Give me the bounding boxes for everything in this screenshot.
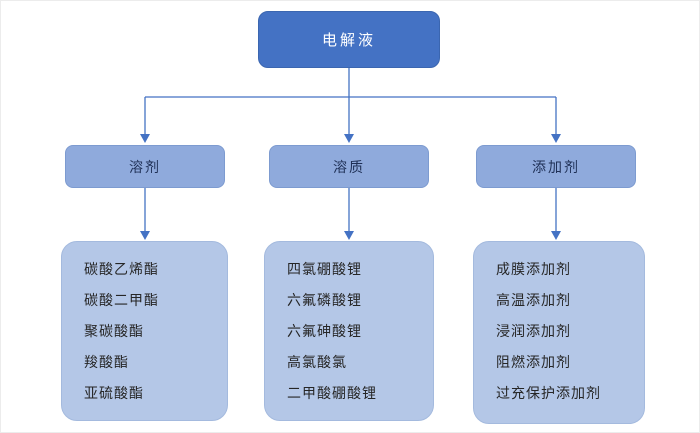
leaf-box-additive-list: 成膜添加剂 高温添加剂 浸润添加剂 阻燃添加剂 过充保护添加剂 — [473, 241, 645, 424]
branch-node-label: 溶质 — [333, 158, 365, 175]
list-item: 高温添加剂 — [496, 292, 571, 308]
additive-item-list: 成膜添加剂 高温添加剂 浸润添加剂 阻燃添加剂 过充保护添加剂 — [474, 242, 644, 409]
branch-node-label: 添加剂 — [532, 158, 580, 175]
list-item: 六氟磷酸锂 — [287, 292, 362, 308]
branch-node-additive: 添加剂 — [476, 145, 636, 188]
list-item: 六氟砷酸锂 — [287, 323, 362, 339]
branch-node-solvent: 溶剂 — [65, 145, 225, 188]
solvent-item-list: 碳酸乙烯酯 碳酸二甲酯 聚碳酸酯 羧酸酯 亚硫酸酯 — [62, 242, 227, 409]
list-item: 碳酸乙烯酯 — [84, 261, 159, 277]
leaf-box-solute-list: 四氯硼酸锂 六氟磷酸锂 六氟砷酸锂 高氯酸氯 二甲酸硼酸锂 — [264, 241, 434, 421]
list-item: 四氯硼酸锂 — [287, 261, 362, 277]
root-node-label: 电解液 — [321, 32, 376, 49]
branch-node-solute: 溶质 — [269, 145, 429, 188]
list-item: 浸润添加剂 — [496, 323, 571, 339]
list-item: 高氯酸氯 — [287, 354, 347, 370]
list-item: 阻燃添加剂 — [496, 354, 571, 370]
branch-node-label: 溶剂 — [129, 158, 161, 175]
list-item: 聚碳酸酯 — [84, 323, 144, 339]
list-item: 二甲酸硼酸锂 — [287, 385, 377, 401]
list-item: 亚硫酸酯 — [84, 385, 144, 401]
solute-item-list: 四氯硼酸锂 六氟磷酸锂 六氟砷酸锂 高氯酸氯 二甲酸硼酸锂 — [265, 242, 433, 409]
list-item: 羧酸酯 — [84, 354, 129, 370]
leaf-box-solvent-list: 碳酸乙烯酯 碳酸二甲酯 聚碳酸酯 羧酸酯 亚硫酸酯 — [61, 241, 228, 421]
list-item: 过充保护添加剂 — [496, 385, 601, 401]
list-item: 成膜添加剂 — [496, 261, 571, 277]
list-item: 碳酸二甲酯 — [84, 292, 159, 308]
root-node-electrolyte: 电解液 — [258, 11, 440, 68]
